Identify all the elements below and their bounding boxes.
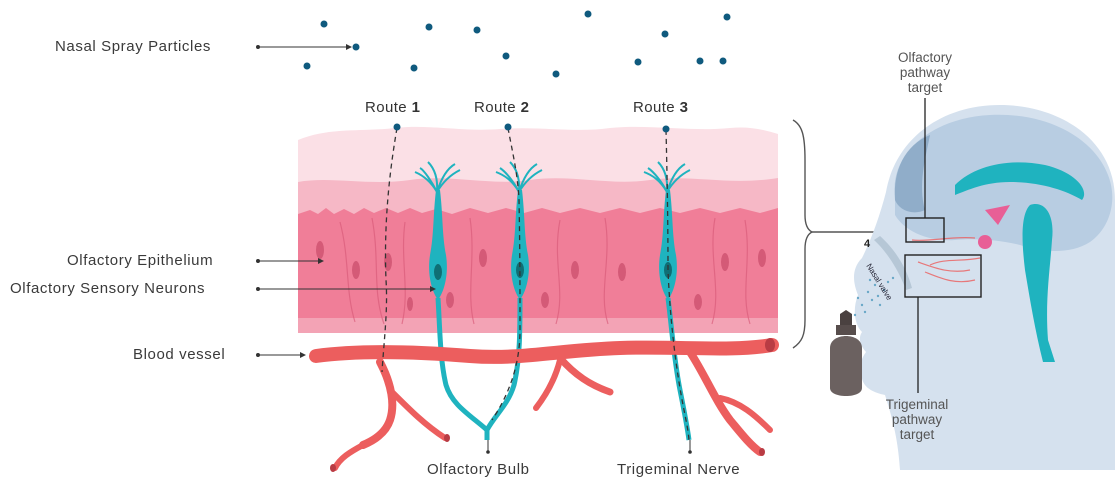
label-trigeminal-pathway-target: Trigeminal pathway target	[872, 397, 962, 442]
particle	[411, 65, 418, 72]
route-prefix: Route	[474, 99, 516, 116]
label-olfactory-bulb: Olfactory Bulb	[427, 461, 530, 478]
tissue-epithelium-layer	[298, 208, 778, 325]
particle	[635, 59, 642, 66]
particle	[394, 124, 401, 131]
pituitary	[978, 235, 992, 249]
particle	[321, 21, 328, 28]
tissue-layers	[298, 127, 778, 333]
route-number: 1	[412, 99, 421, 116]
route-prefix: Route	[633, 99, 675, 116]
label-nasal-spray-particles: Nasal Spray Particles	[55, 38, 211, 55]
route-number: 2	[521, 99, 530, 116]
label-number-4: 4	[864, 238, 870, 250]
route-number: 3	[680, 99, 689, 116]
particle	[662, 31, 669, 38]
particle	[353, 44, 360, 51]
particle	[663, 126, 670, 133]
particle	[724, 14, 731, 21]
route-2-label: Route 2	[474, 99, 529, 116]
particle	[474, 27, 481, 34]
particle	[426, 24, 433, 31]
particle	[505, 124, 512, 131]
route-3-label: Route 3	[633, 99, 688, 116]
particle	[720, 58, 727, 65]
label-trigeminal-nerve: Trigeminal Nerve	[617, 461, 740, 478]
particle	[304, 63, 311, 70]
route-prefix: Route	[365, 99, 407, 116]
tissue-bottom-edge	[298, 318, 778, 333]
route-1-label: Route 1	[365, 99, 420, 116]
blood-vessel-network	[316, 338, 775, 472]
particle	[553, 71, 560, 78]
particle	[697, 58, 704, 65]
label-blood-vessel: Blood vessel	[133, 346, 225, 363]
label-olfactory-sensory-neurons: Olfactory Sensory Neurons	[10, 280, 205, 297]
particle	[503, 53, 510, 60]
particle	[585, 11, 592, 18]
label-olfactory-epithelium: Olfactory Epithelium	[67, 252, 213, 269]
label-olfactory-pathway-target: Olfactory pathway target	[880, 50, 970, 95]
